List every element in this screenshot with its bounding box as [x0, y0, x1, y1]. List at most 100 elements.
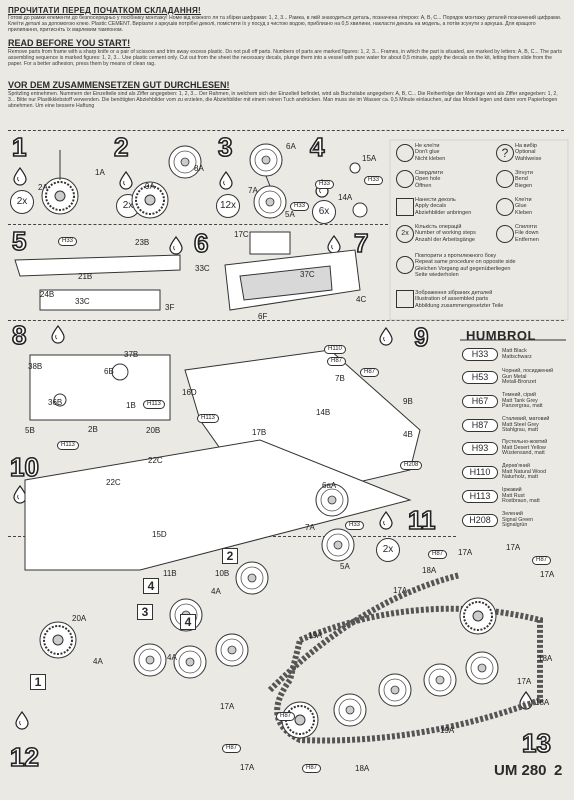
- paint-callout: H208: [400, 461, 423, 470]
- part-label: 37C: [300, 270, 315, 279]
- paint-callout: H113: [143, 400, 165, 409]
- part-label: 6A: [286, 142, 296, 151]
- step-number-2: 2: [113, 131, 129, 163]
- part-label: 17C: [234, 230, 249, 239]
- road-wheel-drawing: [133, 643, 167, 677]
- bend-icon: [496, 170, 514, 188]
- legend-optional: На вибір Optional Wahlweise: [515, 143, 542, 162]
- part-label: 38B: [28, 362, 43, 371]
- step-number-8: 8: [11, 319, 27, 351]
- road-wheel-drawing: [215, 633, 249, 667]
- part-label: 17A: [506, 543, 521, 552]
- part-label: 14B: [316, 408, 331, 417]
- paint-callout: H33: [364, 176, 384, 185]
- de-text: Spritzling entnehmen. Nummern der Einzel…: [8, 91, 558, 110]
- glue-drop-icon: [379, 327, 393, 346]
- paint-code-h33: H33: [462, 348, 498, 361]
- sub-step-badge: 4: [180, 614, 196, 630]
- road-wheel-drawing: [249, 143, 283, 177]
- road-wheel-drawing: [465, 651, 499, 685]
- part-label: 33C: [195, 264, 210, 273]
- part-label: 4A: [93, 657, 103, 666]
- divider: [8, 320, 564, 321]
- paint-callout: H33: [345, 521, 365, 530]
- repeat-count-badge: 12x: [216, 194, 240, 218]
- en-text: Remove parts from frame with a sharp kni…: [8, 49, 562, 68]
- paint-callout: H33: [315, 180, 335, 189]
- sub-step-badge: 4: [143, 578, 159, 594]
- paint-callout: H113: [57, 441, 79, 450]
- en-title: READ BEFORE YOU START!: [8, 38, 131, 48]
- repeat-count-badge: 6x: [312, 200, 336, 224]
- part-label: 36B: [48, 398, 63, 407]
- paint-name-h33: Matt Black Mattschwarz: [502, 348, 532, 360]
- paint-name-h113: Іржавий Matt Rust Rostbraun, matt: [502, 487, 540, 505]
- paint-callout: H110: [324, 345, 346, 354]
- glue-drop-icon: [219, 171, 233, 190]
- legend-open-hole: Свердлити Open hole Öffnen: [415, 170, 443, 189]
- divider: [8, 130, 564, 131]
- paint-callout: H113: [197, 414, 219, 423]
- paint-callout: H87: [428, 550, 448, 559]
- paint-name-h208: Зелений Signal Green Signalgrün: [502, 511, 533, 529]
- part-label: 22C: [106, 478, 121, 487]
- de-title: VOR DEM ZUSAMMENSETZEN GUT DURCHLESEN!: [8, 80, 230, 90]
- glue-drop-icon: [119, 171, 133, 190]
- part-label: 17A: [240, 763, 255, 772]
- repeat-opposite-icon: [396, 256, 414, 274]
- file-icon: [496, 225, 514, 243]
- part-label: 17B: [252, 428, 267, 437]
- part-label: 7B: [335, 374, 345, 383]
- paint-callout: H87: [222, 744, 242, 753]
- road-wheel-drawing: [423, 663, 457, 697]
- repeat-count-badge: 2x: [376, 538, 400, 562]
- part-label: 6F: [258, 312, 268, 321]
- step-number-13: 13: [521, 727, 552, 759]
- paint-callout: H87: [532, 556, 552, 565]
- step-number-11: 11: [407, 504, 436, 536]
- part-label: 17A: [540, 570, 555, 579]
- paint-name-h53: Чорний, посиджений Gun Metal Metall-Bron…: [502, 368, 554, 386]
- rear-plate-drawing: [29, 354, 171, 421]
- part-label: 5A: [340, 562, 350, 571]
- legend-apply-decals: Нанести деколь Apply decals Abziehbilder…: [415, 197, 472, 216]
- road-wheel-drawing: [321, 528, 355, 562]
- paint-callout: H87: [360, 368, 380, 377]
- ua-text: Готові до рамки елементи до безпосереднь…: [8, 15, 562, 34]
- part-label: 4A: [167, 653, 177, 662]
- road-wheel-drawing: [253, 185, 287, 219]
- part-label: 17A: [458, 548, 473, 557]
- step-number-9: 9: [413, 321, 429, 353]
- part-label: 6aA: [322, 481, 337, 490]
- sub-step-badge: 2: [222, 548, 238, 564]
- legend-assembled: Зображення зібраних деталей Illustration…: [415, 290, 504, 309]
- paint-name-h93: Пустельно-жовтий Matt Desert Yellow Wüst…: [502, 439, 548, 457]
- humbrol-title: HUMBROL: [466, 328, 536, 343]
- step-number-12: 12: [9, 741, 40, 773]
- part-label: 37B: [124, 350, 139, 359]
- paint-callout: H87: [327, 357, 347, 366]
- part-label: 33C: [75, 297, 90, 306]
- part-label: 4C: [356, 295, 367, 304]
- hull-bottom-drawing: [24, 439, 412, 571]
- part-label: 15A: [362, 154, 377, 163]
- ua-title: ПРОЧИТАТИ ПЕРЕД ПОЧАТКОМ СКЛАДАННЯ!: [8, 6, 202, 15]
- road-wheel-drawing: [168, 145, 202, 179]
- road-wheel-drawing: [173, 645, 207, 679]
- no-glue-icon: [396, 144, 414, 162]
- part-label: 3F: [165, 303, 175, 312]
- paint-code-h53: H53: [462, 371, 498, 384]
- part-label: 1A: [95, 168, 105, 177]
- step-number-6: 6: [193, 227, 209, 259]
- idler-hub-drawing: [349, 162, 361, 174]
- part-label: 18A: [535, 698, 550, 707]
- step-number-3: 3: [217, 131, 233, 163]
- part-label: 21B: [78, 272, 93, 281]
- part-label: 6B: [104, 367, 114, 376]
- sub-step-badge: 1: [30, 674, 46, 690]
- paint-code-h113: H113: [462, 490, 498, 503]
- part-label: 22C: [148, 456, 163, 465]
- part-label: 24B: [40, 290, 55, 299]
- sub-step-badge: 3: [137, 604, 153, 620]
- part-label: 18A: [355, 764, 370, 773]
